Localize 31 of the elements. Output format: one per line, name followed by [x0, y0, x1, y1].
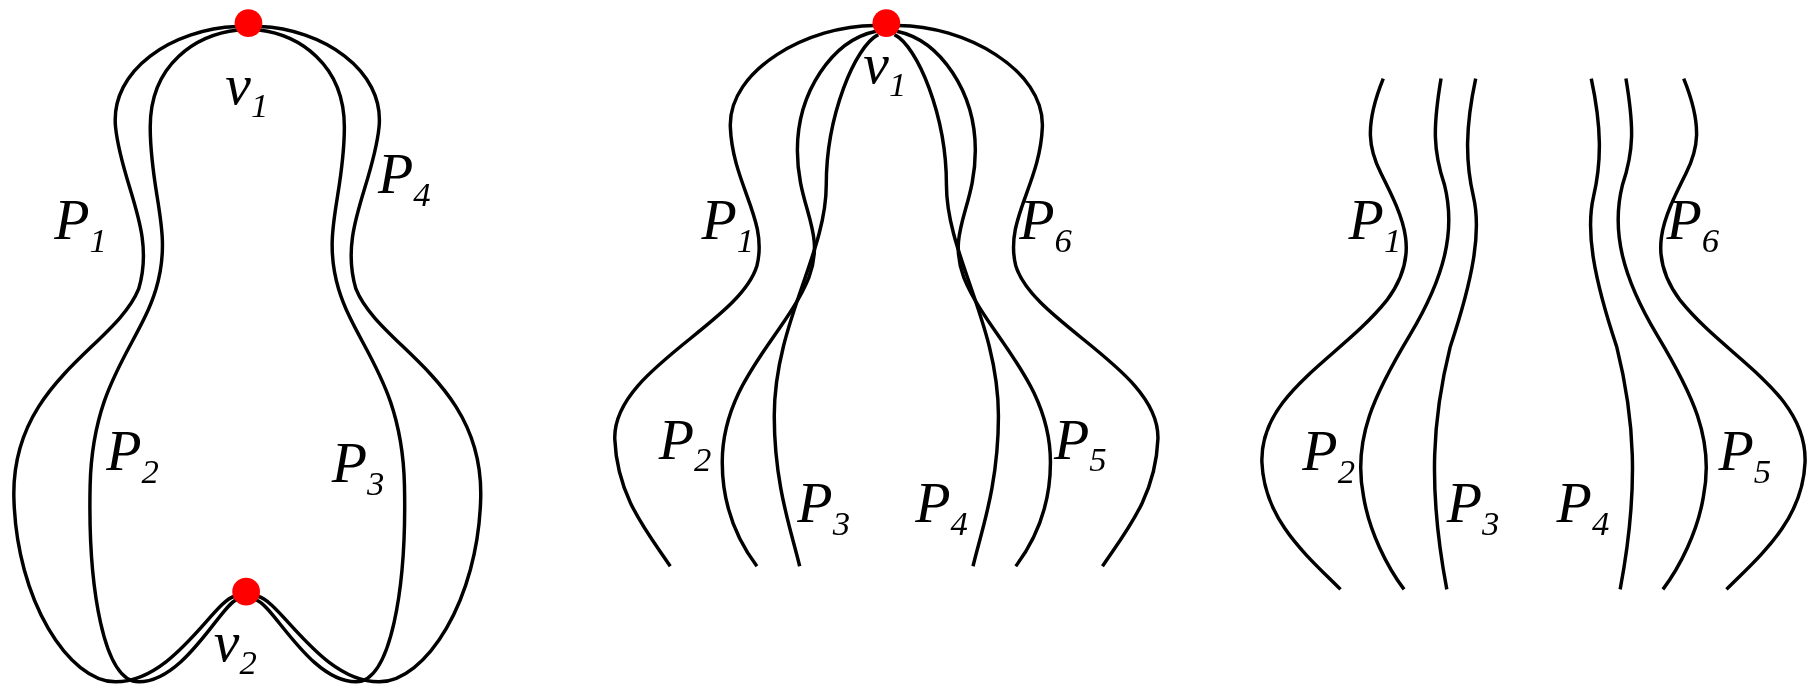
path-curve — [896, 29, 1053, 568]
path-label: P$_{3}$ — [796, 473, 851, 541]
vertex-dot — [234, 9, 263, 37]
vertex-dot — [872, 9, 901, 37]
path-label: P$_{1}$ — [53, 190, 108, 258]
path-label: P$_{4}$ — [1555, 473, 1611, 541]
path-label: P$_{5}$ — [1717, 421, 1772, 489]
path-curve — [613, 23, 875, 568]
path-label: P$_{5}$ — [1052, 410, 1108, 478]
path-label: P$_{2}$ — [105, 421, 160, 489]
vertex-label: v$_{1}$ — [224, 55, 270, 123]
path-curve — [893, 33, 1001, 567]
path-curve — [256, 24, 483, 684]
vertex-label: v$_{2}$ — [212, 612, 258, 680]
path-label: P$_{3}$ — [1445, 473, 1501, 541]
path-label: P$_{1}$ — [700, 190, 756, 258]
path-label: P$_{2}$ — [657, 410, 713, 478]
path-curve — [12, 24, 238, 684]
vertex-dot — [232, 577, 260, 606]
path-curve — [254, 28, 407, 684]
vertex-label: v$_{1}$ — [862, 34, 908, 102]
path-label: P$_{4}$ — [914, 473, 969, 541]
path-label: P$_{4}$ — [376, 144, 432, 212]
path-label: P$_{3}$ — [330, 433, 386, 501]
path-curve — [772, 33, 880, 567]
path-label: P$_{1}$ — [1347, 190, 1403, 258]
path-label: P$_{6}$ — [1018, 190, 1073, 258]
path-curve — [88, 28, 239, 684]
path-curve — [720, 29, 877, 568]
path-label: P$_{2}$ — [1301, 421, 1356, 489]
path-label: P$_{6}$ — [1665, 190, 1720, 258]
